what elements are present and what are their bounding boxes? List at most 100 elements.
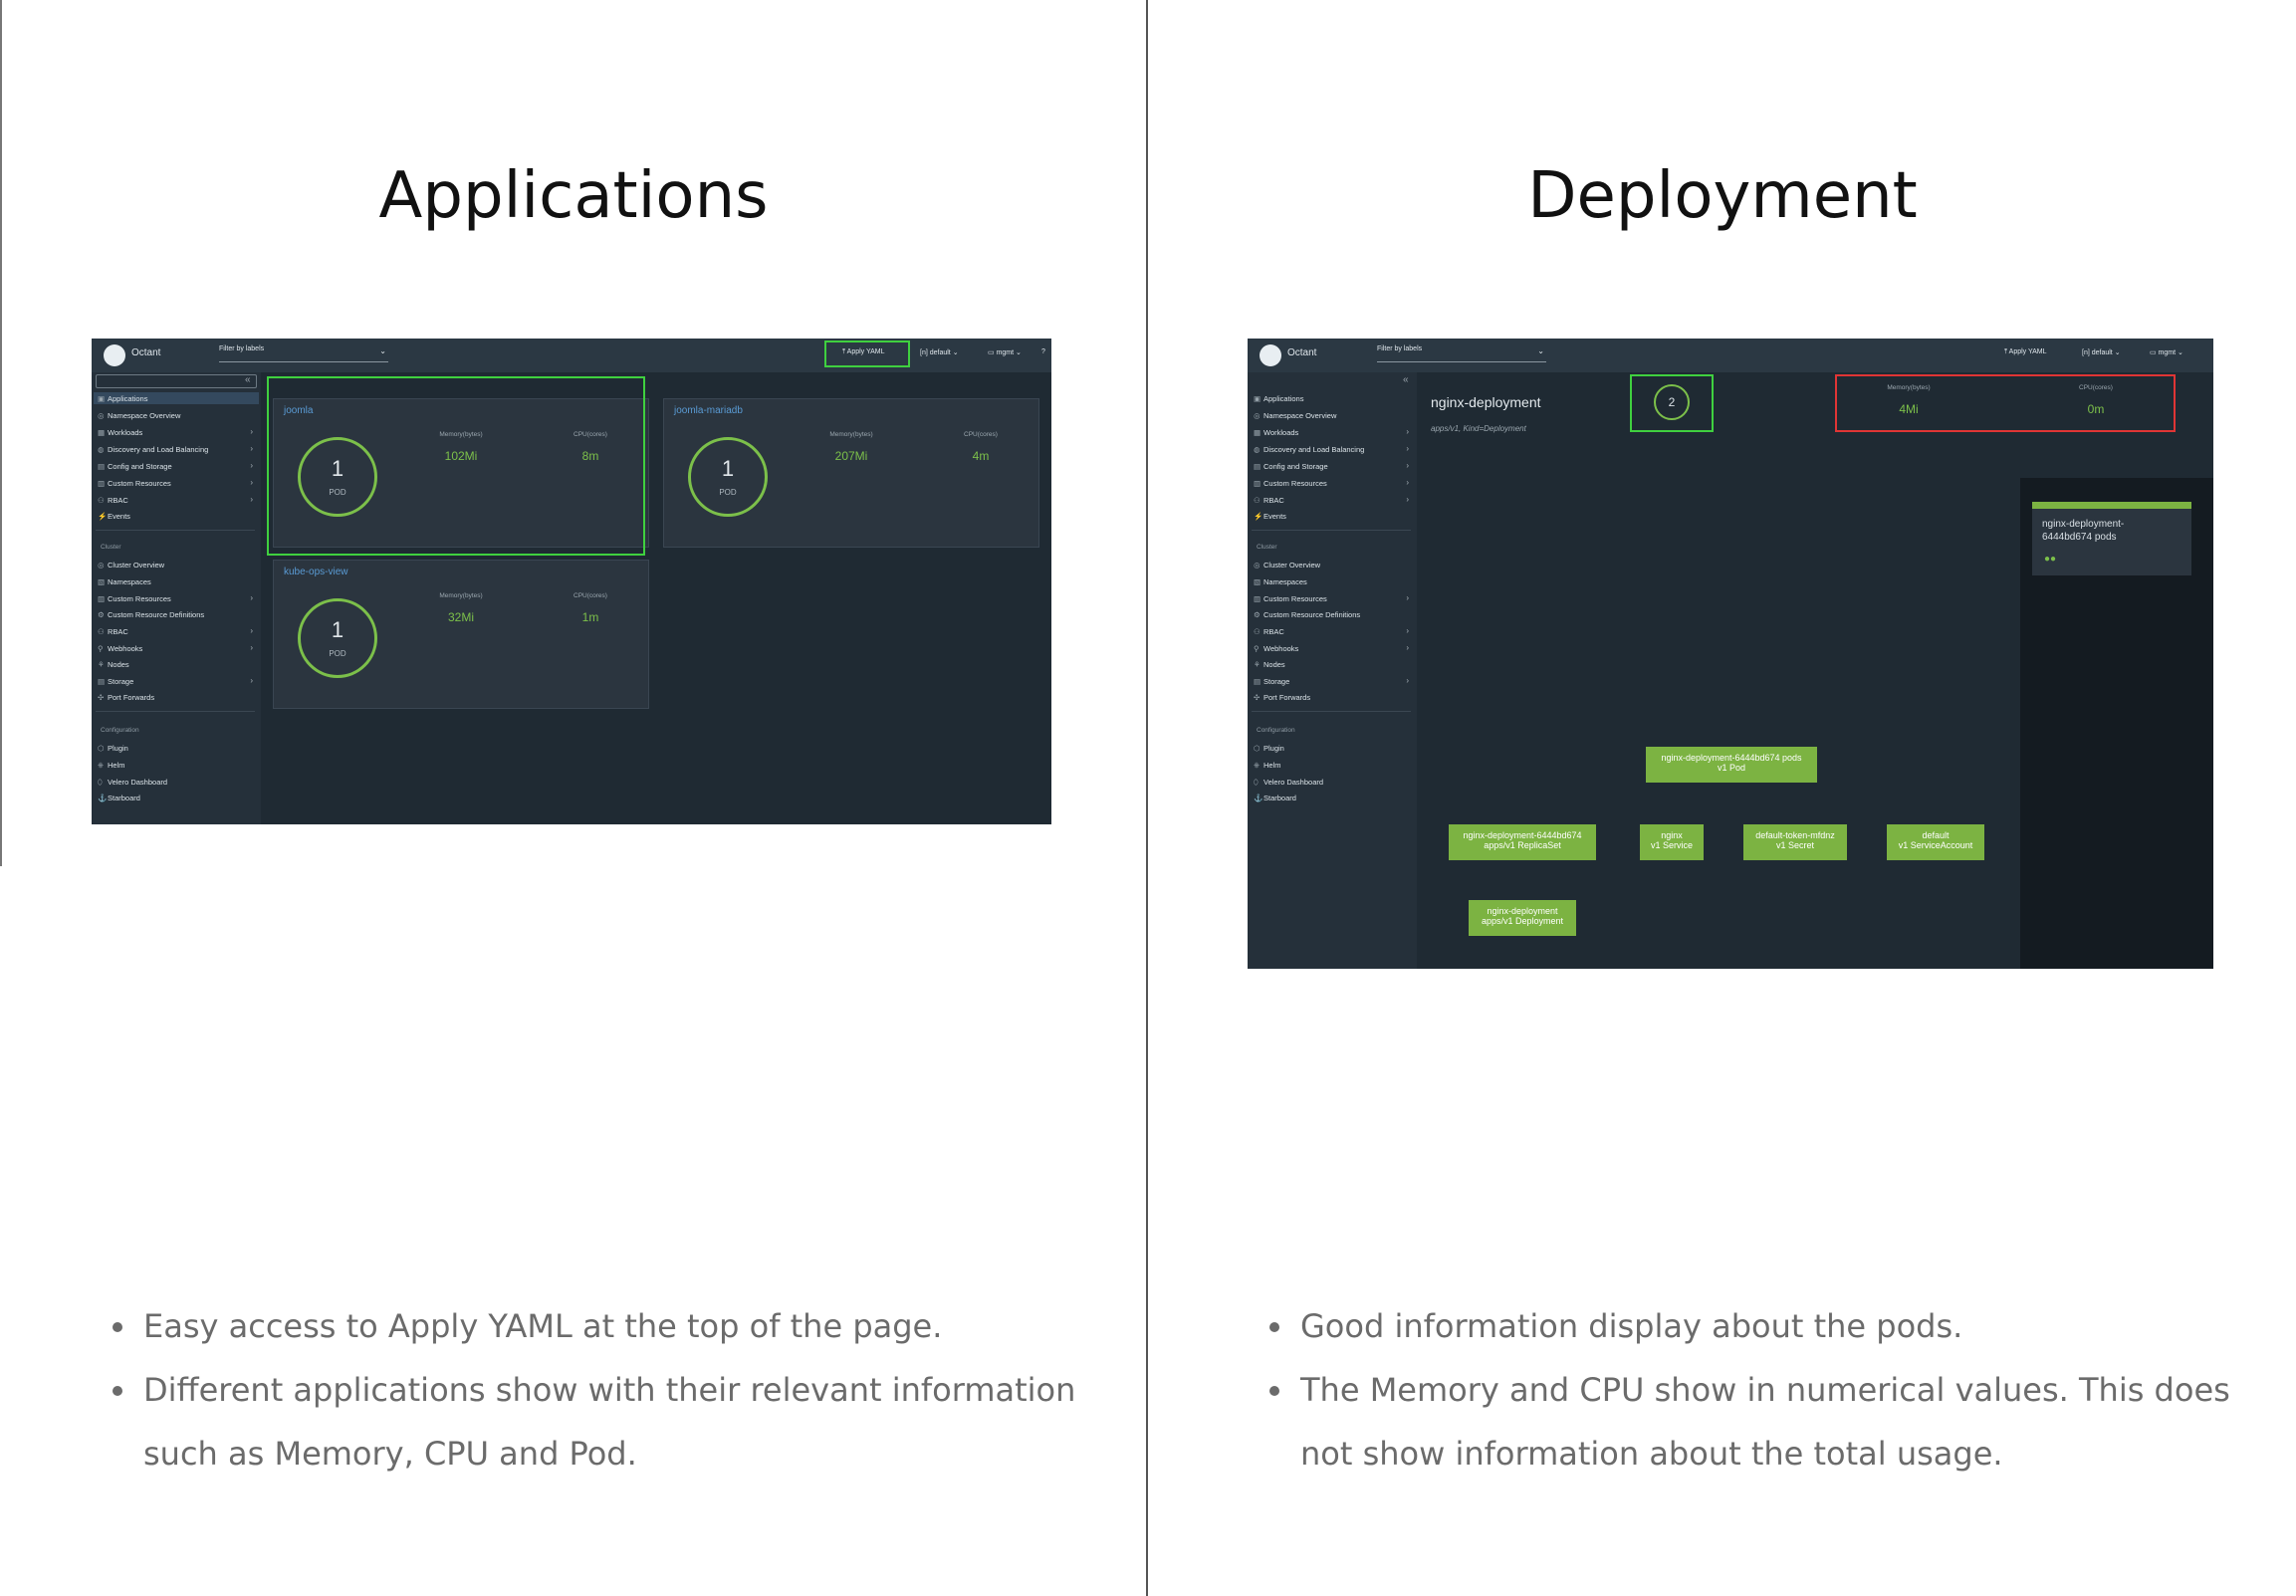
sidebar-item-nodes[interactable]: ⚘Nodes bbox=[98, 660, 129, 669]
sidebar-item-cluster-custom-resources[interactable]: ▥Custom Resources bbox=[98, 594, 171, 603]
sidebar-item-starboard[interactable]: ⚓Starboard bbox=[1254, 794, 1296, 802]
application-card[interactable]: joomla 1 POD Memory(bytes) 102Mi CPU(cor… bbox=[273, 398, 649, 548]
sidebar-item-port-forwards[interactable]: ✣Port Forwards bbox=[1254, 693, 1311, 702]
sidebar-item-config-storage[interactable]: ▤Config and Storage bbox=[98, 462, 172, 471]
sidebar-item-discovery[interactable]: ◍Discovery and Load Balancing bbox=[1254, 445, 1365, 454]
resource-title: nginx-deployment bbox=[1431, 394, 1541, 410]
replicaset-node[interactable]: nginx-deployment-6444bd674 apps/v1 Repli… bbox=[1449, 824, 1596, 860]
overview-icon: ◎ bbox=[1254, 411, 1261, 420]
node-name: default bbox=[1922, 830, 1950, 840]
sidebar-item-custom-resources[interactable]: ▥Custom Resources bbox=[1254, 479, 1327, 488]
sidebar-search-input[interactable] bbox=[96, 374, 257, 388]
pod-label: POD bbox=[329, 649, 346, 658]
sidebar-item-namespace-overview[interactable]: ◎Namespace Overview bbox=[1254, 411, 1337, 420]
context-select[interactable]: ▭ mgmt ⌄ bbox=[2150, 349, 2183, 356]
application-name[interactable]: joomla bbox=[284, 405, 314, 416]
sidebar-item-applications[interactable]: ▣Applications bbox=[1254, 394, 1304, 403]
sidebar-item-namespaces[interactable]: ▧Namespaces bbox=[98, 577, 151, 586]
sidebar-item-discovery[interactable]: ◍Discovery and Load Balancing bbox=[98, 445, 209, 454]
sidebar-item-storage[interactable]: ▤Storage bbox=[98, 677, 134, 686]
label-filter-select[interactable]: Filter by labels⌄ bbox=[219, 345, 388, 362]
sidebar-item-namespace-overview[interactable]: ◎Namespace Overview bbox=[98, 411, 181, 420]
chevron-right-icon: › bbox=[1406, 444, 1409, 453]
sidebar-item-rbac[interactable]: ⚇RBAC bbox=[98, 496, 128, 505]
chevron-down-icon: ⌄ bbox=[379, 346, 386, 355]
namespace-select[interactable]: [n] default ⌄ bbox=[920, 349, 959, 356]
chevron-right-icon: › bbox=[1406, 626, 1409, 635]
sidebar-item-crds[interactable]: ⚙Custom Resource Definitions bbox=[1254, 610, 1361, 619]
pod-count-ring: 1 POD bbox=[298, 437, 377, 517]
sidebar-item-webhooks[interactable]: ⚲Webhooks bbox=[1254, 644, 1299, 653]
node-kind: apps/v1 ReplicaSet bbox=[1484, 840, 1561, 850]
sidebar-item-webhooks[interactable]: ⚲Webhooks bbox=[98, 644, 143, 653]
configuration-heading: Configuration bbox=[1257, 727, 1295, 734]
discovery-icon: ◍ bbox=[98, 445, 105, 454]
sidebar-item-helm[interactable]: ⎈Helm bbox=[1254, 761, 1281, 770]
rbac-icon: ⚇ bbox=[98, 627, 105, 636]
custom-resources-icon: ▥ bbox=[98, 479, 106, 488]
sidebar-item-workloads[interactable]: ▦Workloads bbox=[98, 428, 143, 437]
cpu-value: 4m bbox=[972, 449, 990, 463]
storage-icon: ▤ bbox=[98, 462, 106, 471]
memory-value: 32Mi bbox=[447, 610, 474, 624]
starboard-icon: ⚓ bbox=[98, 794, 108, 802]
sidebar-item-cluster-rbac[interactable]: ⚇RBAC bbox=[98, 627, 128, 636]
collapse-icon[interactable]: « bbox=[1403, 374, 1409, 385]
sidebar-item-plugin[interactable]: ⬡Plugin bbox=[1254, 744, 1284, 753]
sidebar-item-velero[interactable]: ⬯Velero Dashboard bbox=[1254, 778, 1324, 787]
application-name[interactable]: kube-ops-view bbox=[284, 567, 348, 577]
serviceaccount-node[interactable]: default v1 ServiceAccount bbox=[1887, 824, 1984, 860]
pod-count-highlight bbox=[1630, 374, 1714, 432]
sidebar-item-cluster-custom-resources[interactable]: ▥Custom Resources bbox=[1254, 594, 1327, 603]
sidebar-item-helm[interactable]: ⎈Helm bbox=[98, 761, 125, 770]
custom-resources-icon: ▥ bbox=[1254, 479, 1262, 488]
pod-count: 1 bbox=[721, 456, 735, 481]
sidebar-item-config-storage[interactable]: ▤Config and Storage bbox=[1254, 462, 1328, 471]
sidebar-item-events[interactable]: ⚡Events bbox=[98, 512, 130, 521]
sidebar-item-applications[interactable]: ▣Applications bbox=[98, 394, 148, 403]
sidebar-item-namespaces[interactable]: ▧Namespaces bbox=[1254, 577, 1307, 586]
events-icon: ⚡ bbox=[98, 512, 108, 521]
sidebar-item-velero[interactable]: ⬯Velero Dashboard bbox=[98, 778, 168, 787]
sidebar-item-nodes[interactable]: ⚘Nodes bbox=[1254, 660, 1285, 669]
discovery-icon: ◍ bbox=[1254, 445, 1261, 454]
chevron-right-icon: › bbox=[1406, 593, 1409, 602]
collapse-icon[interactable]: « bbox=[245, 374, 251, 385]
chevron-right-icon: › bbox=[250, 444, 253, 453]
storage-icon: ▤ bbox=[98, 677, 106, 686]
namespace-select[interactable]: [n] default ⌄ bbox=[2082, 349, 2121, 356]
webhook-icon: ⚲ bbox=[98, 644, 104, 653]
namespaces-icon: ▧ bbox=[1254, 577, 1262, 586]
left-border bbox=[0, 0, 2, 866]
sidebar-item-port-forwards[interactable]: ✣Port Forwards bbox=[98, 693, 155, 702]
deployment-node[interactable]: nginx-deployment apps/v1 Deployment bbox=[1469, 900, 1576, 936]
context-select[interactable]: ▭ mgmt ⌄ bbox=[988, 349, 1022, 356]
top-bar: Octant Filter by labels⌄ ⤒ Apply YAML [n… bbox=[1248, 339, 2213, 372]
chevron-right-icon: › bbox=[250, 643, 253, 652]
sidebar-item-workloads[interactable]: ▦Workloads bbox=[1254, 428, 1299, 437]
apply-yaml-button[interactable]: ⤒ Apply YAML bbox=[842, 348, 885, 356]
sidebar-item-cluster-overview[interactable]: ◎Cluster Overview bbox=[1254, 561, 1321, 570]
secret-node[interactable]: default-token-mfdnz v1 Secret bbox=[1743, 824, 1847, 860]
sidebar-item-cluster-rbac[interactable]: ⚇RBAC bbox=[1254, 627, 1284, 636]
apply-yaml-button[interactable]: ⤒ Apply YAML bbox=[2004, 348, 2047, 356]
sidebar-item-crds[interactable]: ⚙Custom Resource Definitions bbox=[98, 610, 205, 619]
pods-summary-card[interactable]: nginx-deployment-6444bd674 pods ●● bbox=[2032, 502, 2191, 575]
pod-node[interactable]: nginx-deployment-6444bd674 pods v1 Pod bbox=[1646, 747, 1817, 783]
application-card[interactable]: kube-ops-view 1 POD Memory(bytes) 32Mi C… bbox=[273, 560, 649, 709]
help-icon[interactable]: ? bbox=[1041, 348, 1045, 355]
sidebar-item-events[interactable]: ⚡Events bbox=[1254, 512, 1286, 521]
sidebar-item-plugin[interactable]: ⬡Plugin bbox=[98, 744, 128, 753]
pod-status-dots-icon: ●● bbox=[2044, 554, 2057, 565]
chevron-right-icon: › bbox=[250, 495, 253, 504]
apply-yaml-label: Apply YAML bbox=[846, 348, 885, 355]
sidebar-item-rbac[interactable]: ⚇RBAC bbox=[1254, 496, 1284, 505]
sidebar-item-custom-resources[interactable]: ▥Custom Resources bbox=[98, 479, 171, 488]
label-filter-select[interactable]: Filter by labels⌄ bbox=[1377, 345, 1546, 362]
sidebar-item-cluster-overview[interactable]: ◎Cluster Overview bbox=[98, 561, 165, 570]
application-name[interactable]: joomla-mariadb bbox=[674, 405, 743, 416]
application-card[interactable]: joomla-mariadb 1 POD Memory(bytes) 207Mi… bbox=[663, 398, 1039, 548]
sidebar-item-storage[interactable]: ▤Storage bbox=[1254, 677, 1290, 686]
sidebar-item-starboard[interactable]: ⚓Starboard bbox=[98, 794, 140, 802]
service-node[interactable]: nginx v1 Service bbox=[1640, 824, 1704, 860]
